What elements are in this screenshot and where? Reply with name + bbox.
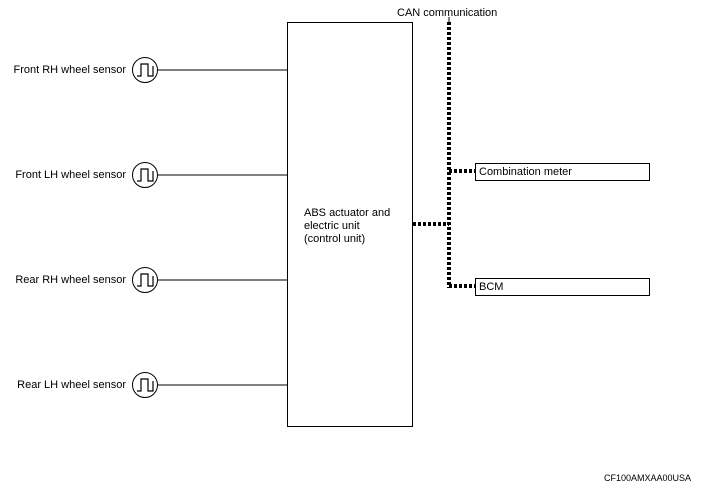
square-wave-icon [132,372,158,398]
ecu-label-line-1: ABS actuator and [304,207,391,219]
combination-meter-label: Combination meter [479,166,572,178]
square-wave-icon [132,162,158,188]
sensor-label-rear-lh: Rear LH wheel sensor [17,379,126,391]
bcm-label: BCM [479,281,504,293]
sensor-label-front-rh: Front RH wheel sensor [13,64,127,76]
ecu-label-line-2: electric unit [304,220,360,232]
can-bus-lines [413,22,476,288]
sensor-label-rear-rh: Rear RH wheel sensor [15,274,126,286]
ecu-label: ABS actuator and electric unit (control … [304,207,390,246]
ecu-box [287,22,413,427]
square-wave-icon [132,57,158,83]
bcm-box [475,278,650,296]
ecu-label-line-3: (control unit) [304,233,366,245]
square-wave-icon [132,267,158,293]
figure-code: CF100AMXAA00USA [604,473,692,483]
can-communication-label: CAN communication [397,7,498,19]
sensor-label-front-lh: Front LH wheel sensor [15,169,126,181]
combination-meter-box [475,163,650,181]
